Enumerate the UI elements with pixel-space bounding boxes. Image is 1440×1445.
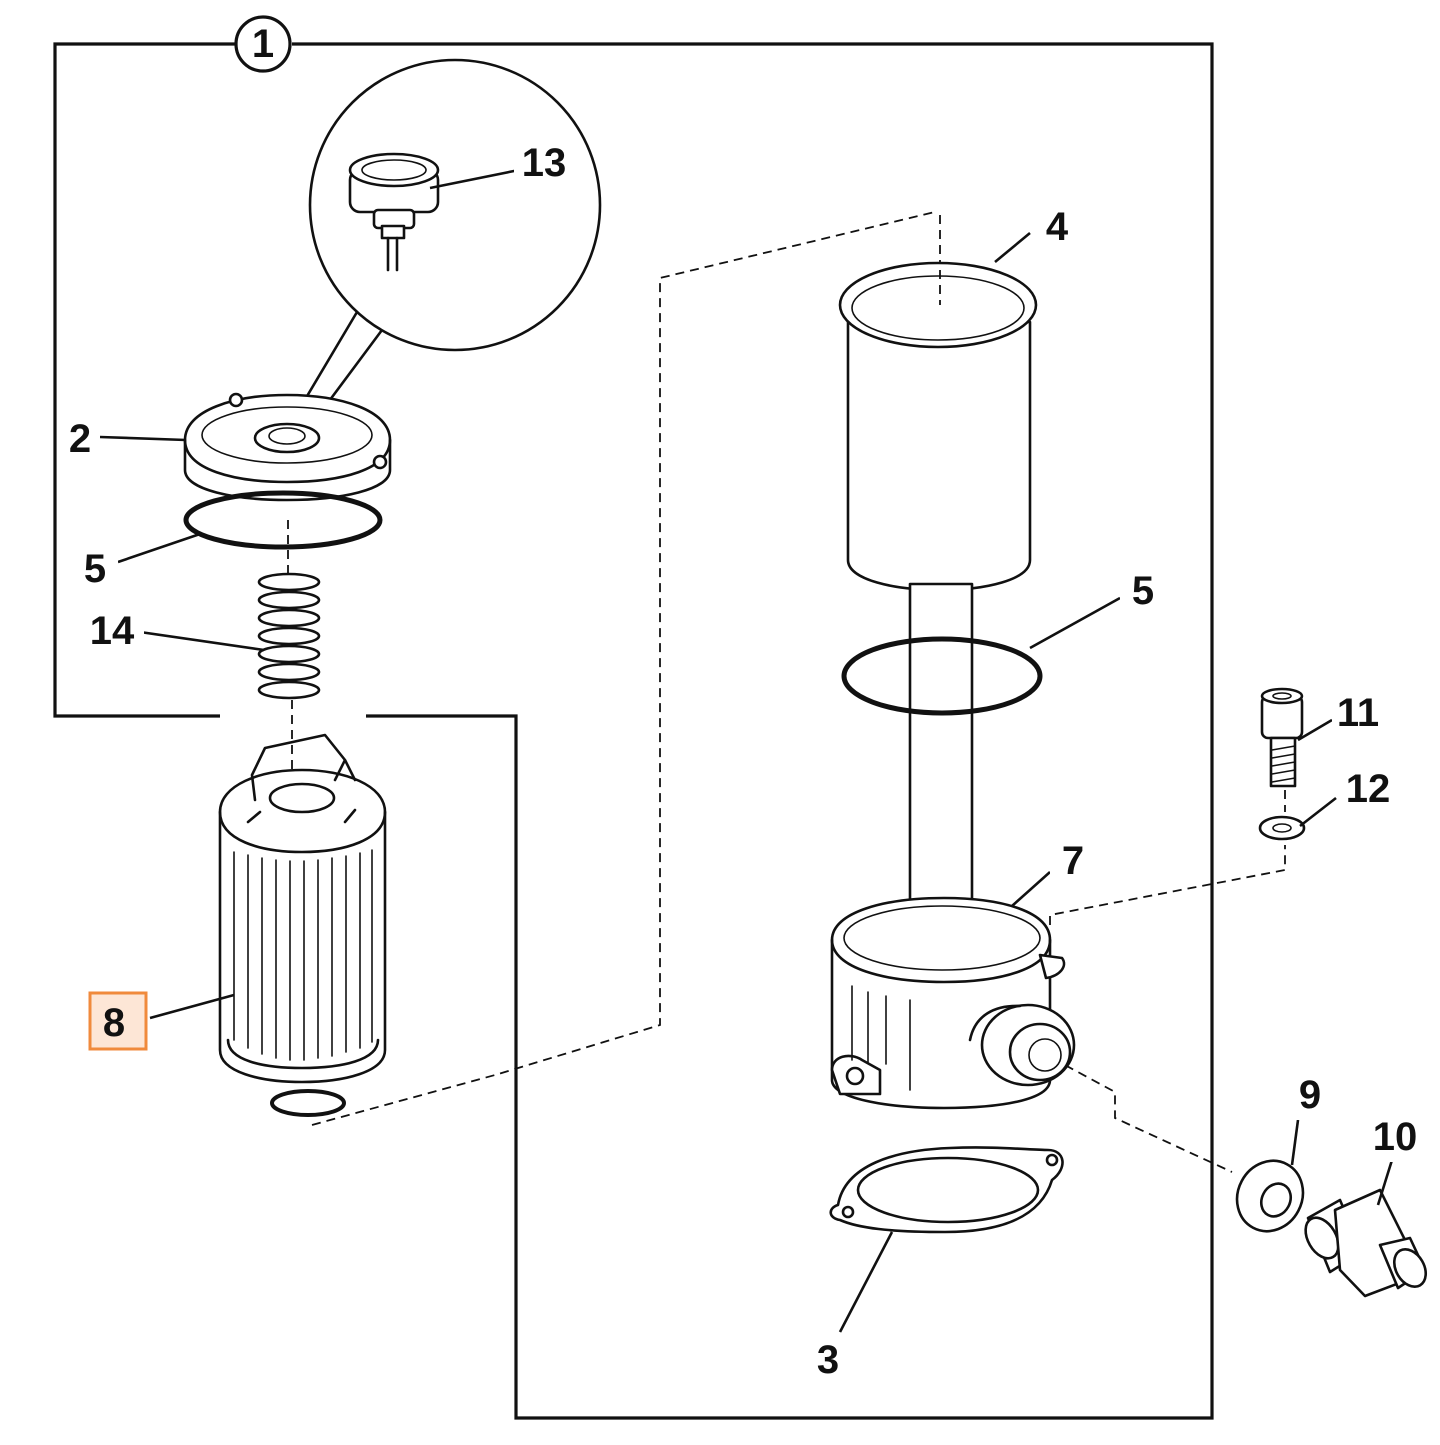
label-10[interactable]: 10	[1364, 1112, 1426, 1162]
pressure-gauge	[348, 152, 440, 272]
filter-element	[218, 733, 387, 1117]
label-7-text: 7	[1062, 839, 1084, 883]
o-ring-bottom	[270, 1089, 346, 1117]
assembly-frame	[53, 42, 1214, 1420]
label-9[interactable]: 9	[1286, 1070, 1332, 1120]
label-5-left[interactable]: 5	[72, 544, 118, 594]
label-5-right-text: 5	[1132, 569, 1154, 613]
lock-washer	[1258, 815, 1306, 841]
o-ring-left	[183, 490, 383, 550]
label-14-text: 14	[90, 609, 135, 653]
label-4-text: 4	[1046, 205, 1069, 249]
spring	[257, 572, 321, 700]
label-11-text: 11	[1337, 691, 1379, 735]
filter-cover	[183, 392, 392, 502]
label-8-text: 8	[103, 1001, 125, 1045]
label-14[interactable]: 14	[84, 606, 144, 656]
fitting	[1304, 1188, 1428, 1298]
washer	[1235, 1159, 1305, 1233]
gauge-detail-circle	[290, 58, 602, 422]
label-5-left-text: 5	[84, 547, 106, 591]
label-4[interactable]: 4	[1034, 202, 1080, 252]
filter-head	[830, 896, 1076, 1110]
label-3[interactable]: 3	[806, 1334, 852, 1384]
label-9-text: 9	[1299, 1073, 1321, 1117]
label-3-text: 3	[817, 1338, 839, 1382]
gasket	[829, 1146, 1064, 1234]
center-tube	[908, 582, 974, 926]
label-2[interactable]: 2	[60, 414, 100, 462]
label-10-text: 10	[1373, 1115, 1418, 1159]
label-12[interactable]: 12	[1338, 764, 1400, 814]
label-13[interactable]: 13	[514, 138, 574, 188]
label-7[interactable]: 7	[1050, 836, 1096, 886]
leader-lines	[99, 168, 1394, 1333]
callout-1-label: 1	[252, 22, 274, 66]
label-13-text: 13	[522, 141, 567, 185]
label-8-selected[interactable]: 8	[88, 991, 148, 1051]
label-2-text: 2	[69, 417, 91, 461]
filter-bowl	[838, 261, 1038, 592]
bolt	[1260, 687, 1304, 788]
label-5-right[interactable]: 5	[1120, 566, 1166, 616]
o-ring-right	[841, 636, 1043, 716]
assembly-dashed-lines	[287, 211, 1286, 1173]
label-12-text: 12	[1346, 767, 1391, 811]
callout-1[interactable]: 1	[234, 15, 292, 73]
label-11[interactable]: 11	[1332, 688, 1394, 738]
part-labels: 2 3 4 5 5 7 8 9	[60, 138, 1426, 1384]
